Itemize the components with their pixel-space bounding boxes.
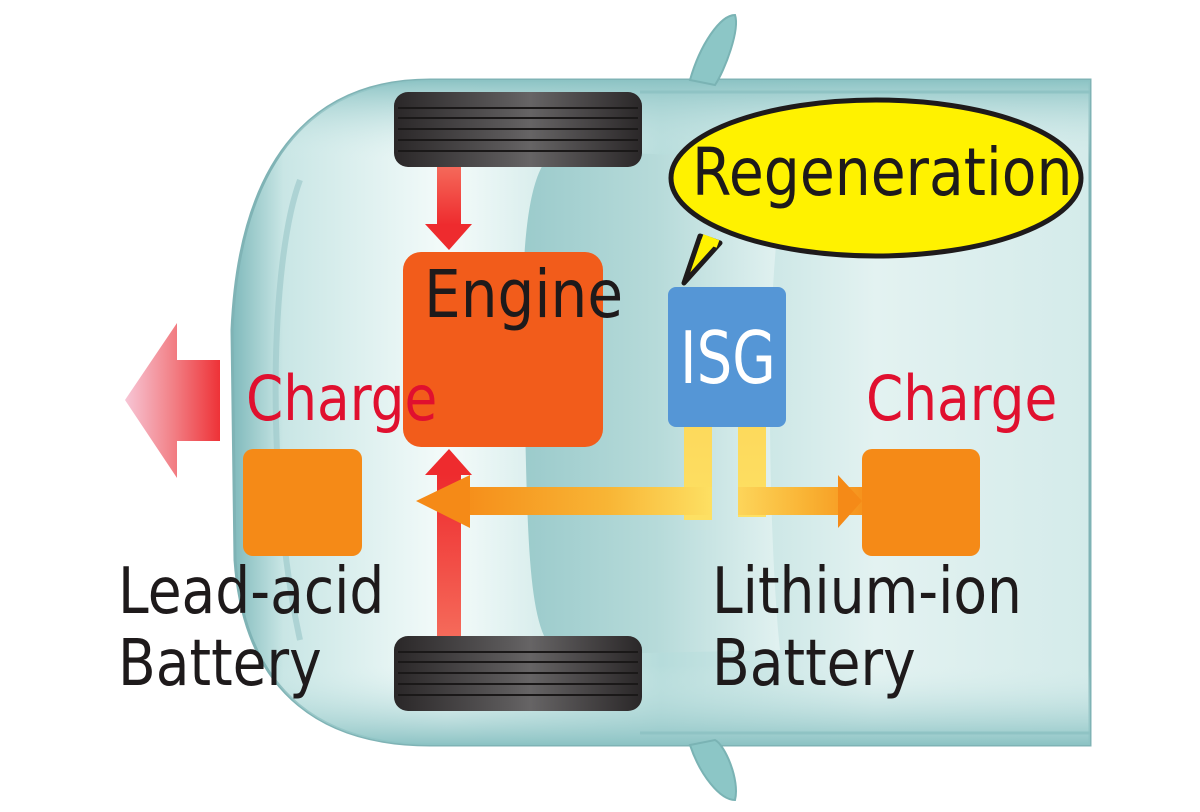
engine-label: Engine: [424, 256, 624, 333]
arrow-front-wheel-to-engine: [425, 167, 472, 250]
regeneration-label: Regeneration: [692, 134, 1073, 211]
isg-label: ISG: [680, 316, 776, 400]
isg-to-lead-acid-connector: [416, 425, 712, 528]
charge-label-left: Charge: [246, 362, 438, 435]
isg-block: [668, 287, 786, 427]
engine-block: [403, 252, 603, 447]
isg-to-lithium-ion-connector: [738, 425, 878, 528]
lead-acid-label-line2: Battery: [118, 627, 322, 701]
regeneration-callout: [668, 97, 1084, 286]
lithium-ion-label-line1: Lithium-ion: [712, 555, 1022, 629]
charge-label-right: Charge: [866, 362, 1058, 435]
lead-acid-label-line1: Lead-acid: [118, 555, 385, 629]
forward-direction-arrow: [125, 323, 220, 478]
rear-tire: [394, 636, 642, 711]
lithium-ion-battery-block: [862, 449, 980, 556]
lead-acid-battery-block: [243, 449, 362, 556]
lithium-ion-label-line2: Battery: [712, 627, 916, 701]
front-tire: [394, 92, 642, 167]
